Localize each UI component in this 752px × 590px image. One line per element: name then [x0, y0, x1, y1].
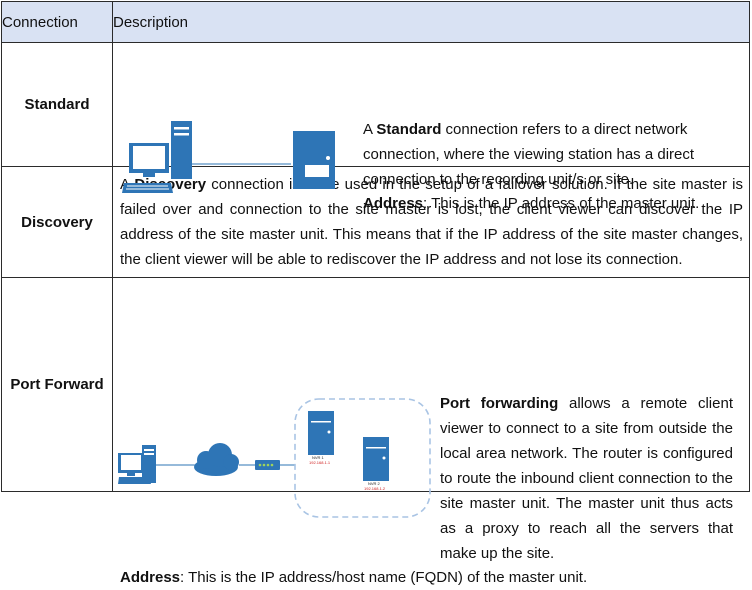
router-icon [255, 459, 280, 470]
computer-icon [118, 444, 156, 484]
computer-icon [122, 120, 192, 193]
discovery-label: Discovery [1, 166, 113, 278]
standard-label: Standard [1, 42, 113, 167]
port-forward-description: NVR 1 192.168.1.1 NVR 2 192.168.1.2 Port… [112, 277, 750, 586]
server-icon [308, 410, 334, 455]
port-forward-address: Address: This is the IP address/host nam… [120, 568, 588, 586]
row-port-forward: Port Forward [1, 277, 750, 586]
header-description: Description [112, 1, 750, 43]
cloud-icon [194, 442, 239, 476]
row-discovery: Discovery A Discovery connection is to b… [1, 166, 750, 278]
server-icon [293, 130, 335, 189]
discovery-description: A Discovery connection is to be used in … [112, 166, 750, 278]
standard-diagram [122, 120, 335, 193]
server-1-name: NVR 1 [312, 455, 325, 460]
port-forward-paragraph: Port forwarding allows a remote client v… [440, 394, 733, 562]
standard-address: Address: This is the IP address of the m… [363, 194, 700, 212]
discovery-paragraph: A Discovery connection is to be used in … [120, 176, 743, 268]
header-connection: Connection [1, 1, 113, 43]
server-1-ip: 192.168.1.1 [309, 460, 331, 465]
server-2-ip: 192.168.1.2 [364, 486, 386, 491]
standard-paragraph: A Standard connection refers to a direct… [363, 120, 695, 188]
port-forward-diagram: NVR 1 192.168.1.1 NVR 2 192.168.1.2 [118, 397, 431, 518]
row-standard: Standard [1, 42, 750, 212]
port-forward-label: Port Forward [1, 277, 113, 492]
server-2-name: NVR 2 [368, 481, 381, 486]
standard-description: A Standard connection refers to a direct… [112, 42, 750, 212]
server-icon [363, 436, 389, 481]
